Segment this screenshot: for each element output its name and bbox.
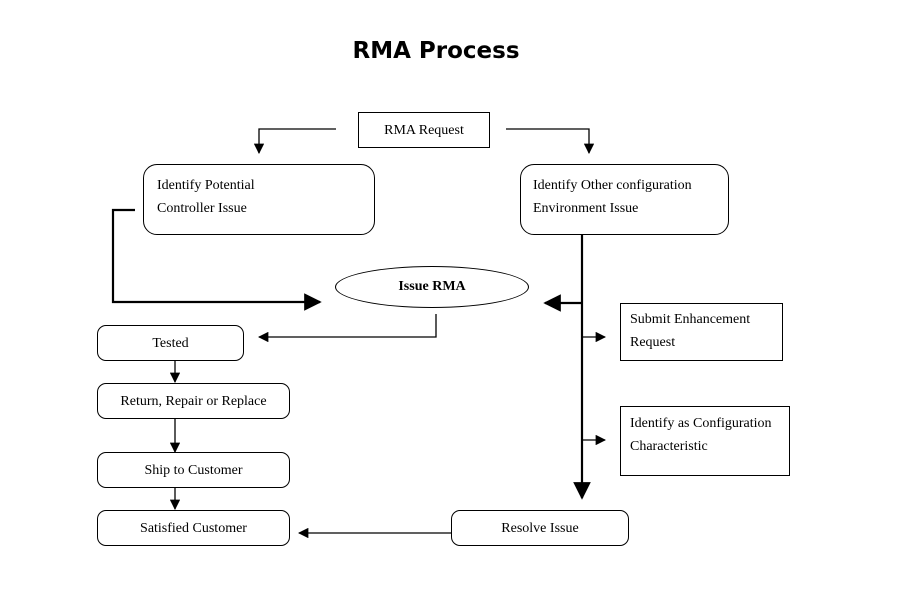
node-return-repair-label: Return, Repair or Replace — [120, 393, 267, 409]
arrow-controller-to-issue-rma — [111, 208, 322, 311]
node-identify-controller: Identify Potential Controller Issue — [143, 164, 375, 235]
node-identify-controller-line-1: Identify Potential — [157, 178, 255, 193]
node-identify-config-line-2: Characteristic — [630, 439, 708, 454]
node-satisfied-customer: Satisfied Customer — [97, 510, 290, 546]
node-resolve-issue-label: Resolve Issue — [501, 520, 579, 536]
node-rma-request-label: RMA Request — [384, 122, 464, 138]
arrow-request-to-other — [506, 128, 595, 155]
node-submit-enhancement-line-1: Submit Enhancement — [630, 312, 751, 327]
arrow-request-to-controller — [253, 128, 336, 155]
node-identify-config-line-1: Identify as Configuration — [630, 416, 772, 431]
node-submit-enhancement-line-2: Request — [630, 335, 676, 350]
node-ship-to-customer-label: Ship to Customer — [144, 462, 243, 478]
node-tested-label: Tested — [152, 335, 189, 351]
node-tested: Tested — [97, 325, 244, 361]
node-identify-config: Identify as Configuration Characteristic — [620, 406, 790, 476]
node-submit-enhancement: Submit Enhancement Request — [620, 303, 783, 361]
node-identify-other-line-2: Environment Issue — [533, 201, 639, 216]
arrow-issue-rma-to-tested — [257, 314, 437, 343]
node-return-repair: Return, Repair or Replace — [97, 383, 290, 419]
node-identify-controller-line-2: Controller Issue — [157, 201, 247, 216]
node-resolve-issue: Resolve Issue — [451, 510, 629, 546]
diagram-title: RMA Process — [352, 38, 520, 64]
node-ship-to-customer: Ship to Customer — [97, 452, 290, 488]
node-issue-rma-label: Issue RMA — [398, 279, 466, 294]
node-satisfied-customer-label: Satisfied Customer — [140, 520, 247, 536]
node-rma-request: RMA Request — [358, 112, 490, 148]
node-identify-other: Identify Other configuration Environment… — [520, 164, 729, 235]
node-issue-rma: Issue RMA — [335, 266, 529, 308]
node-identify-other-line-1: Identify Other configuration — [533, 178, 692, 193]
